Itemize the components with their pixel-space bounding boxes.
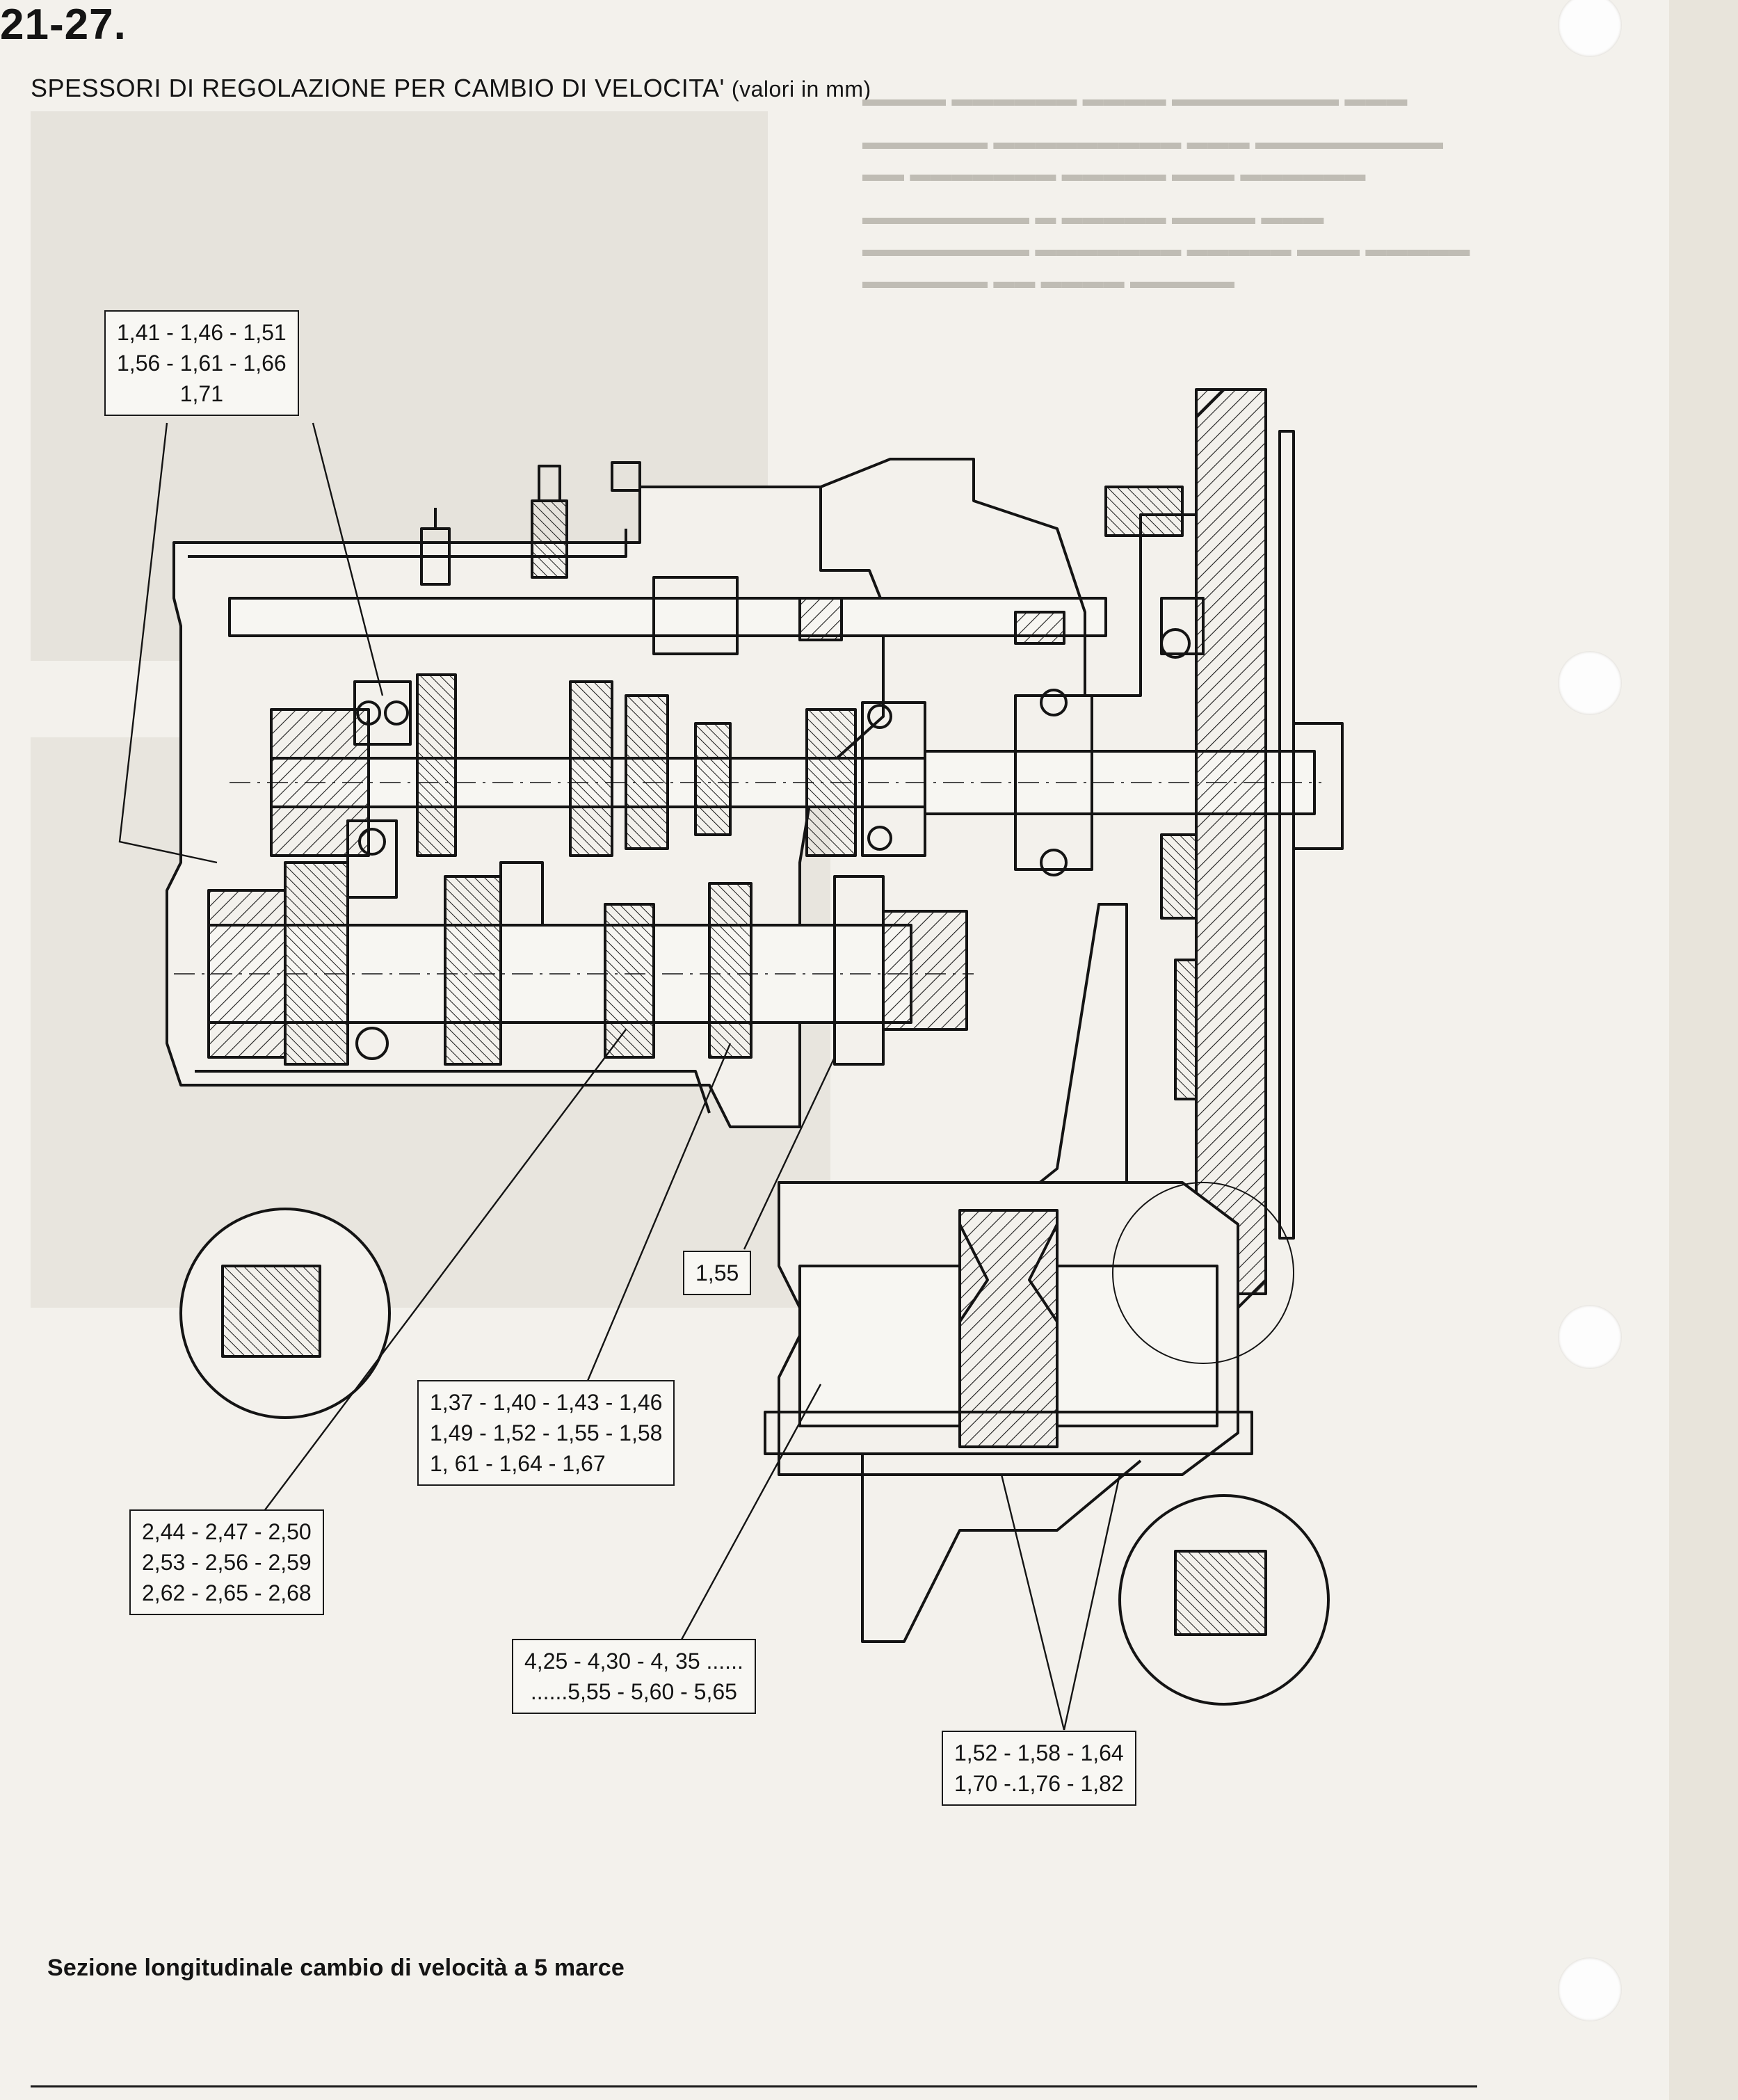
binder-hole (1558, 1957, 1622, 2021)
housing-inner-wall (195, 1070, 711, 1114)
shim-label-fixed: 1,55 (683, 1251, 752, 1295)
clutch-disc (1160, 833, 1198, 920)
detail-part (221, 1265, 321, 1358)
differential-right-bearing (1056, 1265, 1218, 1427)
synchro-hub (444, 875, 502, 1066)
detail-circle (1112, 1182, 1294, 1364)
bearing-ball (867, 826, 892, 851)
leader-line-e (680, 1384, 822, 1640)
shim-values-line: 1,71 (179, 381, 223, 406)
leader-line-d (264, 1029, 627, 1512)
bearing-ball (384, 700, 409, 726)
differential-flange (764, 1411, 1253, 1455)
gear-3rd (625, 694, 669, 850)
shim-values-line: 1,56 - 1,61 - 1,66 (117, 351, 287, 376)
shim-values-line: 2,62 - 2,65 - 2,68 (142, 1580, 312, 1605)
selector-lug (798, 597, 843, 641)
selector-rod (228, 597, 1107, 637)
page-title: SPESSORI DI REGOLAZIONE PER CAMBIO DI VE… (31, 74, 871, 103)
gear-5th (416, 673, 457, 857)
secondary-gear (284, 861, 349, 1066)
shim-values-line: 2,53 - 2,56 - 2,59 (142, 1550, 312, 1575)
shim-values-line: 1,41 - 1,46 - 1,51 (117, 320, 287, 345)
reverse-switch-cap (538, 465, 561, 502)
clutch-lever (1104, 486, 1184, 537)
shim-values-line: 1,70 -.1,76 - 1,82 (954, 1771, 1124, 1796)
gear-2nd (694, 722, 732, 836)
bearing-ball (356, 700, 381, 726)
planet-gear (958, 1224, 1059, 1323)
page-edge (1669, 0, 1738, 2100)
differential-lower-casing (861, 1454, 1142, 1643)
shim-values-line: 2,44 - 2,47 - 2,50 (142, 1519, 312, 1544)
title-text: SPESSORI DI REGOLAZIONE PER CAMBIO DI VE… (31, 74, 725, 102)
secondary-gear (604, 903, 655, 1059)
bearing-ball (358, 828, 386, 856)
page-number: 21-27. (0, 1, 127, 49)
leader-line-a (118, 422, 218, 864)
leader-line-b (743, 1057, 836, 1250)
release-bearing-ball (1160, 628, 1191, 659)
shim-values-line: 1,55 (695, 1260, 739, 1285)
pinion-gear (882, 910, 968, 1031)
pilot-bearing (1292, 722, 1344, 850)
shim-label-secondary-shaft: 1,37 - 1,40 - 1,43 - 1,46 1,49 - 1,52 - … (417, 1380, 675, 1486)
bearing-ring (353, 680, 412, 746)
leader-line-f (1000, 1474, 1065, 1731)
leader-line-f (1063, 1474, 1121, 1731)
shim-label-differential: 1,52 - 1,58 - 1,64 1,70 -.1,76 - 1,82 (942, 1731, 1136, 1806)
bearing-ball (1040, 689, 1068, 716)
shim-values-line: 1,49 - 1,52 - 1,55 - 1,58 (430, 1420, 663, 1445)
housing-inner-wall (188, 529, 627, 558)
clutch-disc (1174, 959, 1198, 1100)
footer-rule (31, 2085, 1477, 2087)
gear-4th (569, 680, 613, 857)
breather-plug (611, 461, 641, 492)
differential-left-bearing (798, 1265, 961, 1427)
title-unit: (valori in mm) (731, 77, 871, 102)
binder-hole (1558, 0, 1622, 57)
shim-values-line: 1,52 - 1,58 - 1,64 (954, 1740, 1124, 1765)
bleed-through-text: ▬▬▬▬ ▬▬▬▬▬▬ ▬▬▬▬ ▬▬▬▬▬▬▬▬ ▬▬▬ ▬▬▬▬▬▬ ▬▬▬… (862, 88, 1470, 293)
bearing-ball (867, 704, 892, 729)
secondary-bearing (346, 819, 398, 899)
ring-gear (958, 1209, 1059, 1448)
shim-values-line: 4,25 - 4,30 - 4, 35 ...... (524, 1649, 743, 1674)
bearing-ball (355, 1027, 389, 1060)
detail-part (1174, 1550, 1267, 1636)
binder-hole (1558, 1305, 1622, 1369)
selector-fork (652, 576, 739, 655)
shim-values-line: 1,37 - 1,40 - 1,43 - 1,46 (430, 1390, 663, 1415)
clutch-cover (1195, 388, 1267, 1295)
synchro-detent (499, 861, 544, 927)
leader-line-a (312, 422, 384, 696)
leader-line-c (586, 1043, 732, 1381)
binder-hole (1558, 651, 1622, 715)
flywheel-face (1278, 430, 1295, 1240)
shim-label-pinion: 4,25 - 4,30 - 4, 35 ...... ......5,55 - … (512, 1639, 756, 1714)
selector-lug (1014, 611, 1065, 645)
figure-caption: Sezione longitudinale cambio di velocità… (47, 1955, 625, 1981)
shim-values-line: ......5,55 - 5,60 - 5,65 (530, 1679, 737, 1704)
shim-values-line: 1, 61 - 1,64 - 1,67 (430, 1451, 606, 1476)
shim-label-primary-bearing: 1,41 - 1,46 - 1,51 1,56 - 1,61 - 1,66 1,… (104, 310, 299, 416)
shim-label-secondary-front: 2,44 - 2,47 - 2,50 2,53 - 2,56 - 2,59 2,… (129, 1509, 324, 1615)
synchro-hub (708, 882, 753, 1059)
release-bearing (1160, 597, 1205, 655)
reverse-switch (531, 499, 568, 579)
bearing-ball (1040, 849, 1068, 876)
input-bearing-housing (1014, 694, 1093, 871)
